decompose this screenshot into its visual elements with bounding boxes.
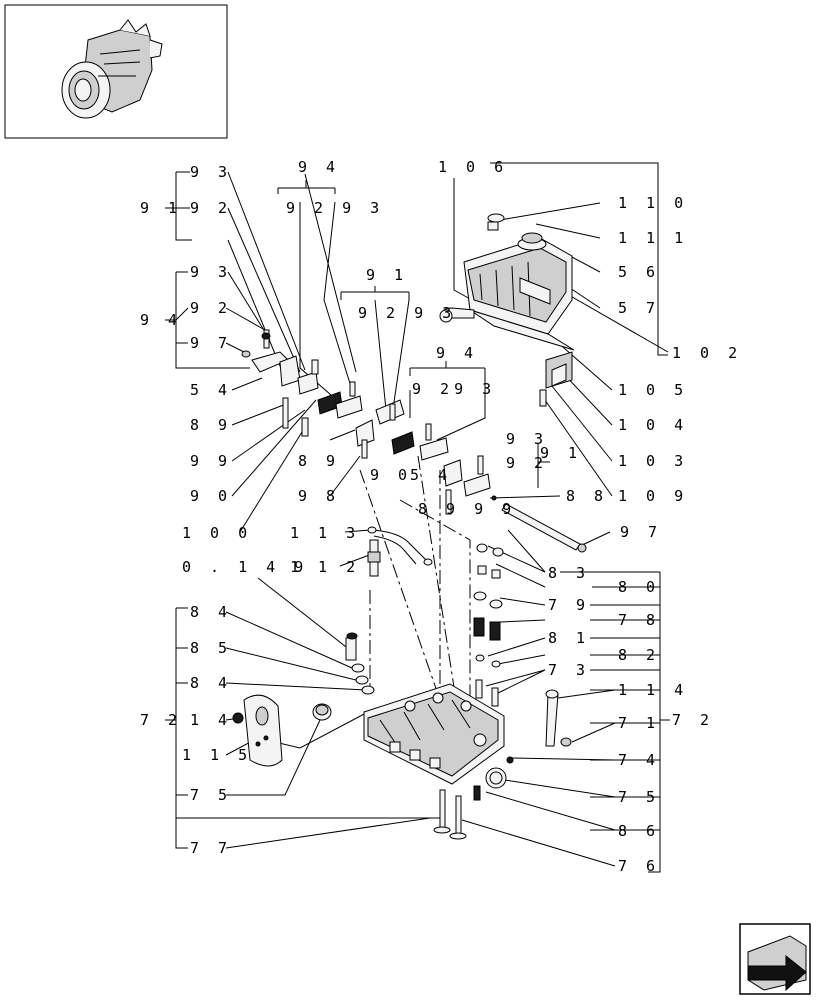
callout-92: 9 2 xyxy=(190,299,232,317)
callout-9293: 9 29 3 xyxy=(412,380,496,398)
callout-9293: 9 2 9 3 xyxy=(358,304,456,322)
callout-75: 7 5 xyxy=(618,788,660,806)
parts-drawings xyxy=(232,213,587,840)
callout-0149: 0 . 1 4 9 xyxy=(182,558,308,576)
callout-86: 8 6 xyxy=(618,822,660,840)
callout-110: 1 1 0 xyxy=(618,194,688,212)
callout-81: 8 1 xyxy=(548,629,590,647)
callout-71: 7 1 xyxy=(618,714,660,732)
callout-84: 8 4 xyxy=(190,674,232,692)
rocker-4 xyxy=(419,423,491,515)
callout-77: 7 7 xyxy=(190,839,232,857)
bracket-lines xyxy=(165,162,670,873)
callout-84: 8 4 xyxy=(190,603,232,621)
callout-112: 1 1 2 xyxy=(290,558,360,576)
callout-98: 9 8 xyxy=(298,487,340,505)
callout-54: 5 4 xyxy=(190,381,232,399)
callout-114: 1 1 4 xyxy=(618,681,688,699)
callout-14: 1 4 xyxy=(190,711,232,729)
callout-90: 9 0 xyxy=(370,466,412,484)
callout-72: 7 2 xyxy=(672,711,714,729)
engine-thumbnail-icon[interactable] xyxy=(4,4,228,139)
next-page-arrow-icon[interactable] xyxy=(739,923,811,995)
callout-92: 9 2 xyxy=(190,199,232,217)
callout-99: 9 9 xyxy=(190,452,232,470)
callout-80: 8 0 xyxy=(618,578,660,596)
callout-104: 1 0 4 xyxy=(618,416,688,434)
callout-93: 9 3 xyxy=(190,163,232,181)
callout-74: 7 4 xyxy=(618,751,660,769)
callout-79: 7 9 xyxy=(548,596,590,614)
callout-9293: 9 2 9 3 xyxy=(286,199,384,217)
callout-82: 8 2 xyxy=(618,646,660,664)
callout-93: 9 3 xyxy=(190,263,232,281)
callout-8999: 8 9 9 9 xyxy=(418,500,516,518)
callout-111: 1 1 1 xyxy=(618,229,688,247)
callout-78: 7 8 xyxy=(618,611,660,629)
callout-93: 9 3 xyxy=(506,430,548,448)
cylinder-head xyxy=(363,683,505,785)
callout-89: 8 9 xyxy=(298,452,340,470)
callout-labels: 9 4 1 0 6 9 3 9 1 9 2 9 2 9 3 1 1 0 1 1 … xyxy=(140,158,742,875)
callout-76: 7 6 xyxy=(618,857,660,875)
callout-97: 9 7 xyxy=(190,334,232,352)
callout-72: 7 2 xyxy=(140,711,182,729)
callout-89: 8 9 xyxy=(190,416,232,434)
cover-plate xyxy=(243,694,283,767)
callout-105: 1 0 5 xyxy=(618,381,688,399)
callout-73: 7 3 xyxy=(548,661,590,679)
callout-115: 1 1 5 xyxy=(182,746,252,764)
callout-57: 5 7 xyxy=(618,299,660,317)
callout-94: 9 4 xyxy=(298,158,340,176)
callout-103: 1 0 3 xyxy=(618,452,688,470)
callout-109: 1 0 9 xyxy=(618,487,688,505)
callout-90: 9 0 xyxy=(190,487,232,505)
rocker-1 xyxy=(241,329,319,395)
callout-91: 9 1 xyxy=(366,266,408,284)
callout-85: 8 5 xyxy=(190,639,232,657)
valve-cover xyxy=(463,213,573,335)
callout-75: 7 5 xyxy=(190,786,232,804)
callout-100: 1 0 0 xyxy=(182,524,252,542)
callout-94: 9 4 xyxy=(140,311,182,329)
callout-54: 5 4 xyxy=(410,466,452,484)
callout-113: 1 1 3 xyxy=(290,524,360,542)
callout-92: 9 2 xyxy=(506,454,548,472)
rocker-2 xyxy=(335,381,363,419)
callout-56: 5 6 xyxy=(618,263,660,281)
callout-102: 1 0 2 xyxy=(672,344,742,362)
callout-106: 1 0 6 xyxy=(438,158,508,176)
callout-83: 8 3 xyxy=(548,564,590,582)
callout-91: 9 1 xyxy=(140,199,182,217)
callout-94: 9 4 xyxy=(436,344,478,362)
callout-97: 9 7 xyxy=(620,523,662,541)
alignment-lines xyxy=(359,455,471,701)
callout-91: 9 1 xyxy=(540,444,582,462)
rocker-3 xyxy=(355,399,415,459)
callout-88: 8 8 xyxy=(566,487,608,505)
